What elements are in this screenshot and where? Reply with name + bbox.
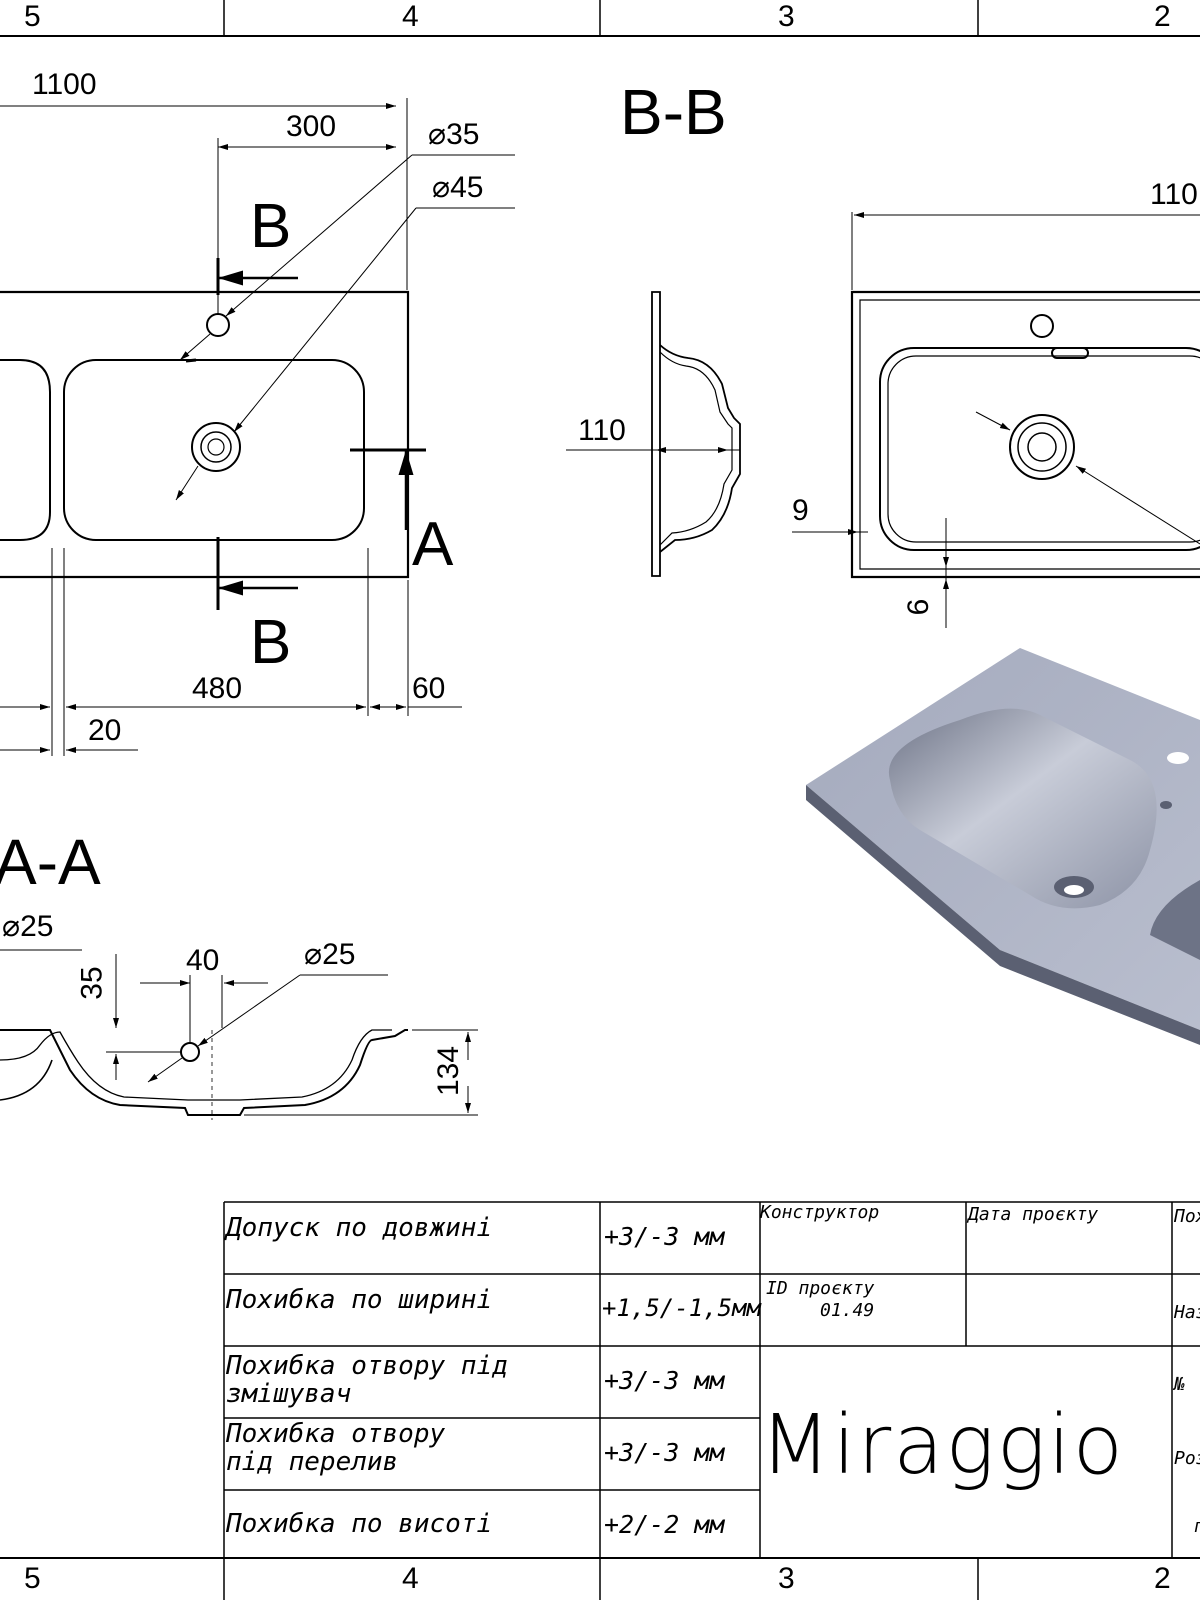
tolerance-label-width: Похибка по ширині	[226, 1285, 493, 1315]
dim-aa-dia-left: ⌀25	[2, 912, 53, 942]
dim-dia-drain-value: 45	[450, 171, 484, 204]
dim-tap-offset: 300	[286, 110, 337, 143]
zone-bottom-5: 5	[24, 1562, 41, 1595]
dim-dia-drain: ⌀45	[432, 173, 483, 203]
zone-top-3: 3	[778, 0, 795, 33]
dim-dia-tap-value: 35	[446, 118, 480, 151]
dim-aa-height-35: 35	[75, 966, 109, 1000]
plan-view	[0, 98, 515, 756]
zone-top-4: 4	[402, 0, 419, 33]
dim-edge-right: 60	[412, 672, 446, 705]
constructor-label: Конструктор	[760, 1202, 880, 1223]
section-bb-plan	[792, 212, 1200, 628]
section-aa-title: A-A	[0, 826, 101, 898]
diameter-icon: ⌀	[432, 171, 451, 204]
zone-top-2: 2	[1154, 0, 1171, 33]
section-aa	[0, 949, 478, 1120]
section-marker-b-top: B	[250, 192, 292, 261]
dim-dia-tap: ⌀35	[428, 120, 479, 150]
zone-top-5: 5	[24, 0, 41, 33]
dim-aa-dia-right: ⌀25	[304, 940, 355, 970]
zone-bottom-3: 3	[778, 1562, 795, 1595]
zone-bottom-4: 4	[402, 1562, 419, 1595]
tolerance-label-height: Похибка по висоті	[226, 1509, 493, 1539]
dim-aa-height-134: 134	[432, 1045, 466, 1097]
project-date-label: Дата проєкту	[968, 1204, 1099, 1225]
cut-label-4: Роз	[1174, 1448, 1200, 1469]
tolerance-value-overflow-hole: +3/-3 мм	[604, 1438, 725, 1467]
tolerance-label-mixer-hole: Похибка отвору під змішувач	[226, 1351, 508, 1409]
cut-label-1: Пох	[1174, 1206, 1200, 1227]
dim-overall-length: 1100	[32, 68, 97, 101]
section-marker-a: A	[412, 510, 454, 579]
dim-aa-dia-left-value: 25	[20, 910, 54, 943]
tolerance-value-mixer-hole: +3/-3 мм	[604, 1366, 725, 1395]
zone-bottom-2: 2	[1154, 1562, 1171, 1595]
diameter-icon: ⌀	[428, 118, 447, 151]
section-bb-profile	[566, 291, 741, 577]
title-block-grid	[223, 1201, 1200, 1558]
dim-gap: 20	[88, 714, 122, 747]
cut-label-2: Наз	[1174, 1302, 1200, 1323]
tolerance-value-height: +2/-2 мм	[604, 1510, 725, 1539]
company-logo: Miraggio	[760, 1398, 1125, 1493]
dim-aa-dia-right-value: 25	[322, 938, 356, 971]
dim-rim-side: 9	[792, 494, 809, 527]
section-marker-b-bottom: B	[250, 608, 292, 677]
dim-aa-width-40: 40	[186, 944, 220, 977]
tolerance-value-length: +3/-3 мм	[604, 1222, 725, 1251]
diameter-icon: ⌀	[304, 938, 323, 971]
sink-render	[806, 648, 1200, 1045]
cut-label-3: №	[1174, 1374, 1185, 1395]
tolerance-value-width: +1,5/-1,5мм	[602, 1294, 761, 1322]
diameter-icon: ⌀	[2, 910, 21, 943]
cut-label-5: п	[1194, 1516, 1200, 1537]
dim-depth: 110	[578, 414, 626, 447]
dim-rim-bottom: 9	[900, 598, 934, 616]
dim-bb-overall-length: 110	[1150, 178, 1198, 211]
dim-basin-length: 480	[192, 672, 243, 705]
tolerance-label-length: Допуск по довжині	[226, 1213, 493, 1243]
tolerance-label-overflow-hole: Похибка отвору під перелив	[226, 1419, 446, 1477]
project-id-label: ID проєкту	[766, 1278, 875, 1299]
project-id-value: 01.49	[820, 1300, 875, 1321]
section-bb-title: B-B	[620, 76, 727, 148]
